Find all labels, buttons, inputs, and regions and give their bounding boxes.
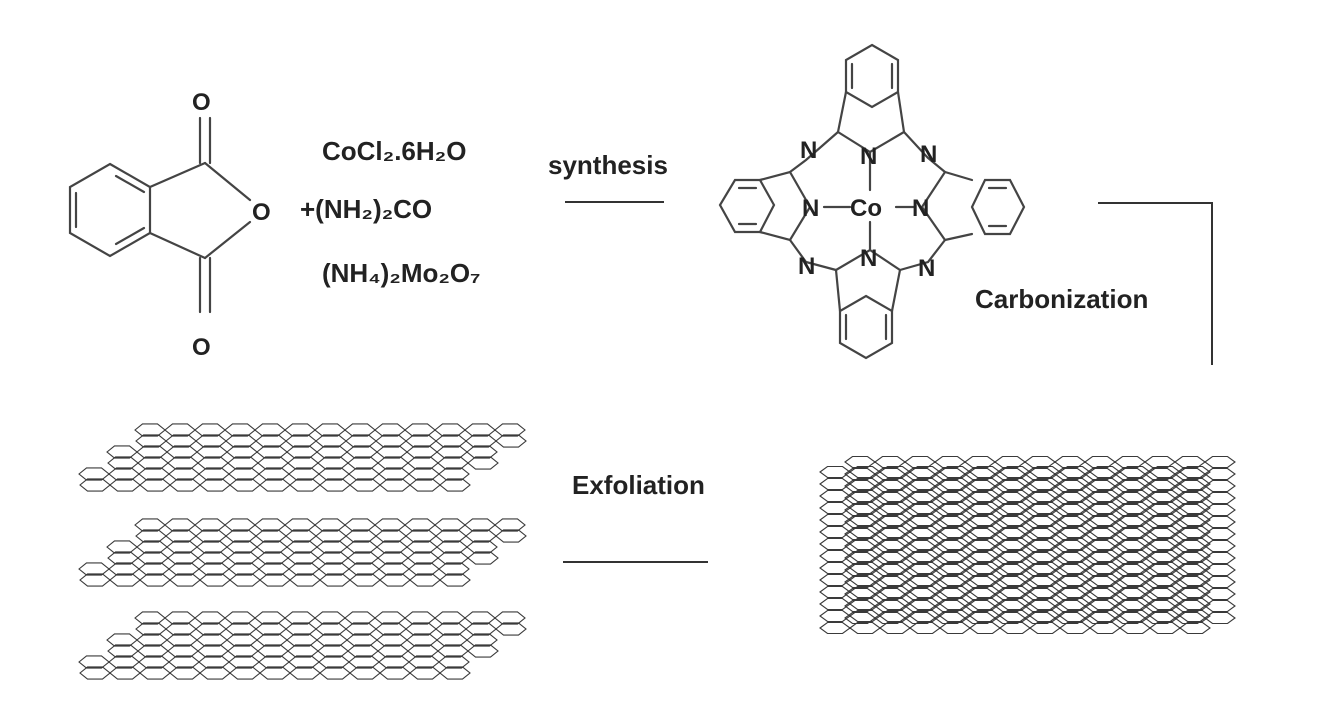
graphene-layer (819, 599, 1236, 623)
pc-n-right: N (912, 195, 929, 222)
pc-n-aza-top-right: N (920, 141, 937, 168)
graphene-layer (78, 518, 527, 587)
exfoliated-graphene-sheets (78, 423, 527, 680)
carbonization-arrow (1098, 202, 1213, 365)
phthalic-anhydride: O O O (68, 89, 271, 361)
step-label-exfoliation: Exfoliation (572, 470, 705, 500)
graphene-layer (819, 575, 1236, 599)
anhydride-o-top: O (192, 89, 211, 116)
graphene-layer (819, 467, 1236, 491)
step-label-carbonization: Carbonization (975, 284, 1148, 314)
stacked-graphitic-carbon (819, 455, 1236, 635)
anhydride-o-ring: O (252, 199, 271, 226)
graphene-layer (819, 539, 1236, 563)
graphene-layer (78, 423, 527, 492)
graphene-layer (819, 491, 1236, 515)
graphene-layer (819, 515, 1236, 539)
graphene-layer (819, 527, 1236, 551)
graphene-layer (819, 479, 1236, 503)
graphene-layer (819, 551, 1236, 575)
pc-n-aza-bottom-left: N (798, 253, 815, 280)
graphene-layer (78, 611, 527, 680)
pc-n-top: N (860, 143, 877, 170)
graphene-layer (819, 563, 1236, 587)
cobalt-phthalocyanine: N N N N Co N N N N (718, 43, 1026, 360)
pc-n-aza-top-left: N (800, 137, 817, 164)
pc-n-bottom: N (860, 245, 877, 272)
reagent-urea: +(NH₂)₂CO (300, 194, 432, 224)
pc-n-left: N (802, 195, 819, 222)
reagent-cobalt-chloride: CoCl₂.6H₂O (322, 136, 466, 166)
graphene-layer (819, 455, 1236, 479)
graphene-layer (819, 611, 1236, 635)
pc-n-aza-bottom-right: N (918, 255, 935, 282)
reagent-ammonium-molybdate: (NH₄)₂Mo₂O₇ (322, 258, 481, 288)
anhydride-o-bottom: O (192, 334, 211, 361)
graphene-layer (819, 503, 1236, 527)
graphene-layer (819, 587, 1236, 611)
step-label-synthesis: synthesis (548, 150, 668, 180)
pc-metal-co: Co (850, 195, 882, 222)
